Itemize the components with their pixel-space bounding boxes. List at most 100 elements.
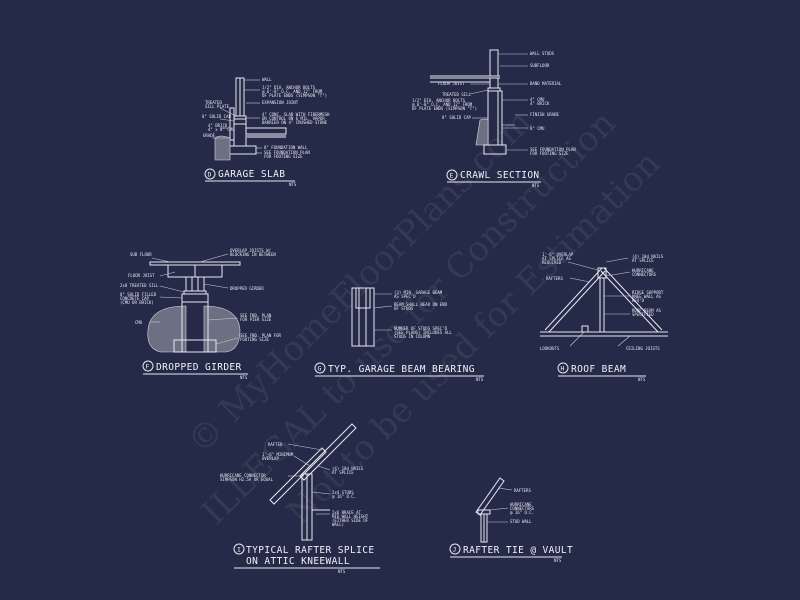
detail-mark: D (208, 171, 212, 179)
note: BLOCKING IN BETWEEN (230, 252, 276, 257)
note: TREATED SILL (442, 92, 471, 97)
note: SEE FOUNDATION PLAN (530, 147, 576, 152)
note: STUDS IN COLUMN (394, 334, 431, 339)
detail-roof-beam: 1'-6" OVERLAP AT SPLICE AS REQUIRED (4) … (540, 252, 668, 382)
note: (EITHER SIDE OF (332, 518, 369, 523)
note: FINISH GRADE (530, 112, 559, 117)
scale-label: NTS (476, 377, 484, 382)
note: AT SPLICE (632, 258, 654, 263)
detail-mark: J (453, 546, 457, 554)
note: MID WALL HEIGHT (332, 514, 369, 519)
detail-dropped-girder: SUB FLOOR OVERLAP JOISTS W/ BLOCKING IN … (120, 248, 282, 380)
note: HURRICANE CONNECTOR (220, 473, 266, 478)
scale-label: NTS (338, 569, 346, 574)
note: SEE FOUNDATION PLAN (264, 150, 310, 155)
note: 4" x 8" CMU (208, 127, 235, 132)
note: 2x4 STUDS (332, 490, 354, 495)
note: 4" CONC. SLAB WITH FIBERMESH (262, 112, 330, 117)
note: SEE FND. PLAN (240, 313, 272, 318)
note: 1/2" DIA. ANCHOR BOLTS (412, 98, 466, 103)
note: 1'-6" OVERLAP (542, 252, 574, 257)
note: (CMU OR BRICK) (120, 300, 154, 305)
detail-rafter-tie-vault: RAFTERS HURRICANE CONNECTORS @ 16" O.C. … (449, 477, 573, 563)
note: RAFTER (268, 442, 283, 447)
detail-mark: H (561, 365, 565, 373)
note: OF PLATE ENDS (SIMPSON "T") (262, 93, 327, 98)
detail-title-line-2: ON ATTIC KNEEWALL (246, 556, 350, 567)
scale-label: NTS (289, 182, 297, 187)
note: CEILING JOISTS (626, 346, 660, 351)
detail-mark: E (450, 172, 454, 180)
detail-marker (204, 168, 216, 180)
note: REQ'D (632, 298, 645, 303)
note: 2x8 TREATED SILL (120, 283, 159, 288)
scale-label: NTS (638, 377, 646, 382)
detail-mark: F (146, 363, 150, 371)
note: AT SPLICE AS (542, 256, 571, 261)
note: OF PLATE ENDS (SIMPSON "T") (412, 106, 477, 111)
note: (4) 10d NAILS (632, 254, 664, 259)
detail-crawl-section: WALL STUDS SUBFLOOR FLOOR JOIST BAND MAT… (412, 49, 576, 188)
detail-marker (142, 360, 154, 372)
note: FLOOR JOIST (128, 273, 155, 278)
note: @ 16" O.C. (510, 510, 534, 515)
note: BAND MATERIAL (530, 81, 562, 86)
scale-label: NTS (554, 558, 562, 563)
note: REQUIRED (542, 260, 562, 265)
note: FOR FOOTING SIZE (264, 154, 303, 159)
watermark-line-1: © MyHomeFloorPlans.com (180, 102, 540, 462)
note: 4" CMU (530, 97, 545, 102)
note: 1'-6" MINIMUM (262, 452, 294, 457)
note: 1/2" DIA. ANCHOR BOLTS (262, 85, 316, 90)
note: @ 6'-0" O.C. AND 12" FROM (412, 102, 473, 107)
note: 8" SOLID CAP (202, 114, 231, 119)
note: EXPANSION JOINT (262, 100, 299, 105)
detail-title: TYP. GARAGE BEAM BEARING (328, 364, 475, 375)
note: RIDGE SUPPORT (632, 290, 664, 295)
note: WALL STUDS (530, 51, 555, 56)
detail-marker (233, 543, 245, 555)
note: SILL PLATE (205, 104, 230, 109)
detail-garage-beam-bearing: (3) MIN. GARAGE BEAM AS SPEC'D BEAM SHAL… (314, 287, 484, 382)
note: CONCRETE CAP (120, 296, 149, 301)
note: CMU (135, 320, 143, 325)
wall-stud (489, 49, 499, 77)
note: CONNECTORS (632, 272, 657, 277)
note: RAFTERS (514, 488, 531, 493)
note: (4) 10d NAILS (332, 466, 364, 471)
note: (SEE PLANS) INCLUDES ALL (394, 330, 452, 335)
detail-marker (449, 543, 461, 555)
scale-label: NTS (532, 183, 540, 188)
note: FOR PIER SIZE (240, 317, 272, 322)
detail-title-line-1: TYPICAL RAFTER SPLICE (246, 545, 375, 556)
note: WALL) (332, 522, 344, 527)
note: BARRIER ON 4" CRUSHED STONE (262, 120, 328, 125)
note: NUMBER OF STUDS SPEC'D (394, 326, 448, 331)
note: HURRICANE (510, 502, 532, 507)
note: AS SPEC'D (394, 294, 416, 299)
detail-marker (314, 362, 326, 374)
note: FOOTING SIZE (240, 337, 269, 342)
note: 2x6 BRACE AT (332, 510, 361, 515)
note: SUB FLOOR (130, 252, 152, 257)
note: FOR FOOTING SIZE (530, 151, 569, 156)
note: 8" FOUNDATION WALL (264, 145, 308, 150)
detail-title: GARAGE SLAB (218, 169, 285, 180)
note: @ 6'-0" O.C. AND 12" FROM (262, 89, 323, 94)
note: 4" BRICK (208, 123, 228, 128)
note: HURRICANE (632, 268, 654, 273)
note: DROPPED GIRDER (230, 286, 264, 291)
note: OR CONTROL ON 6 MIL. VAPOR (262, 116, 325, 121)
detail-title: ROOF BEAM (571, 364, 626, 375)
note: 8" CMU (530, 126, 545, 131)
note: (3) MIN. GARAGE BEAM (394, 290, 443, 295)
note: 4" BRICK (530, 101, 550, 106)
note: FLOOR JOIST (438, 81, 465, 86)
detail-rafter-splice: RAFTER 1'-6" MINIMUM OVERLAP HURRICANE C… (220, 423, 380, 574)
note: SUBFLOOR (530, 63, 550, 68)
note: WALL (262, 77, 272, 82)
detail-title: DROPPED GIRDER (156, 362, 242, 373)
note: CONNECTORS (510, 506, 535, 511)
note: KNEE WALL AS (632, 294, 661, 299)
